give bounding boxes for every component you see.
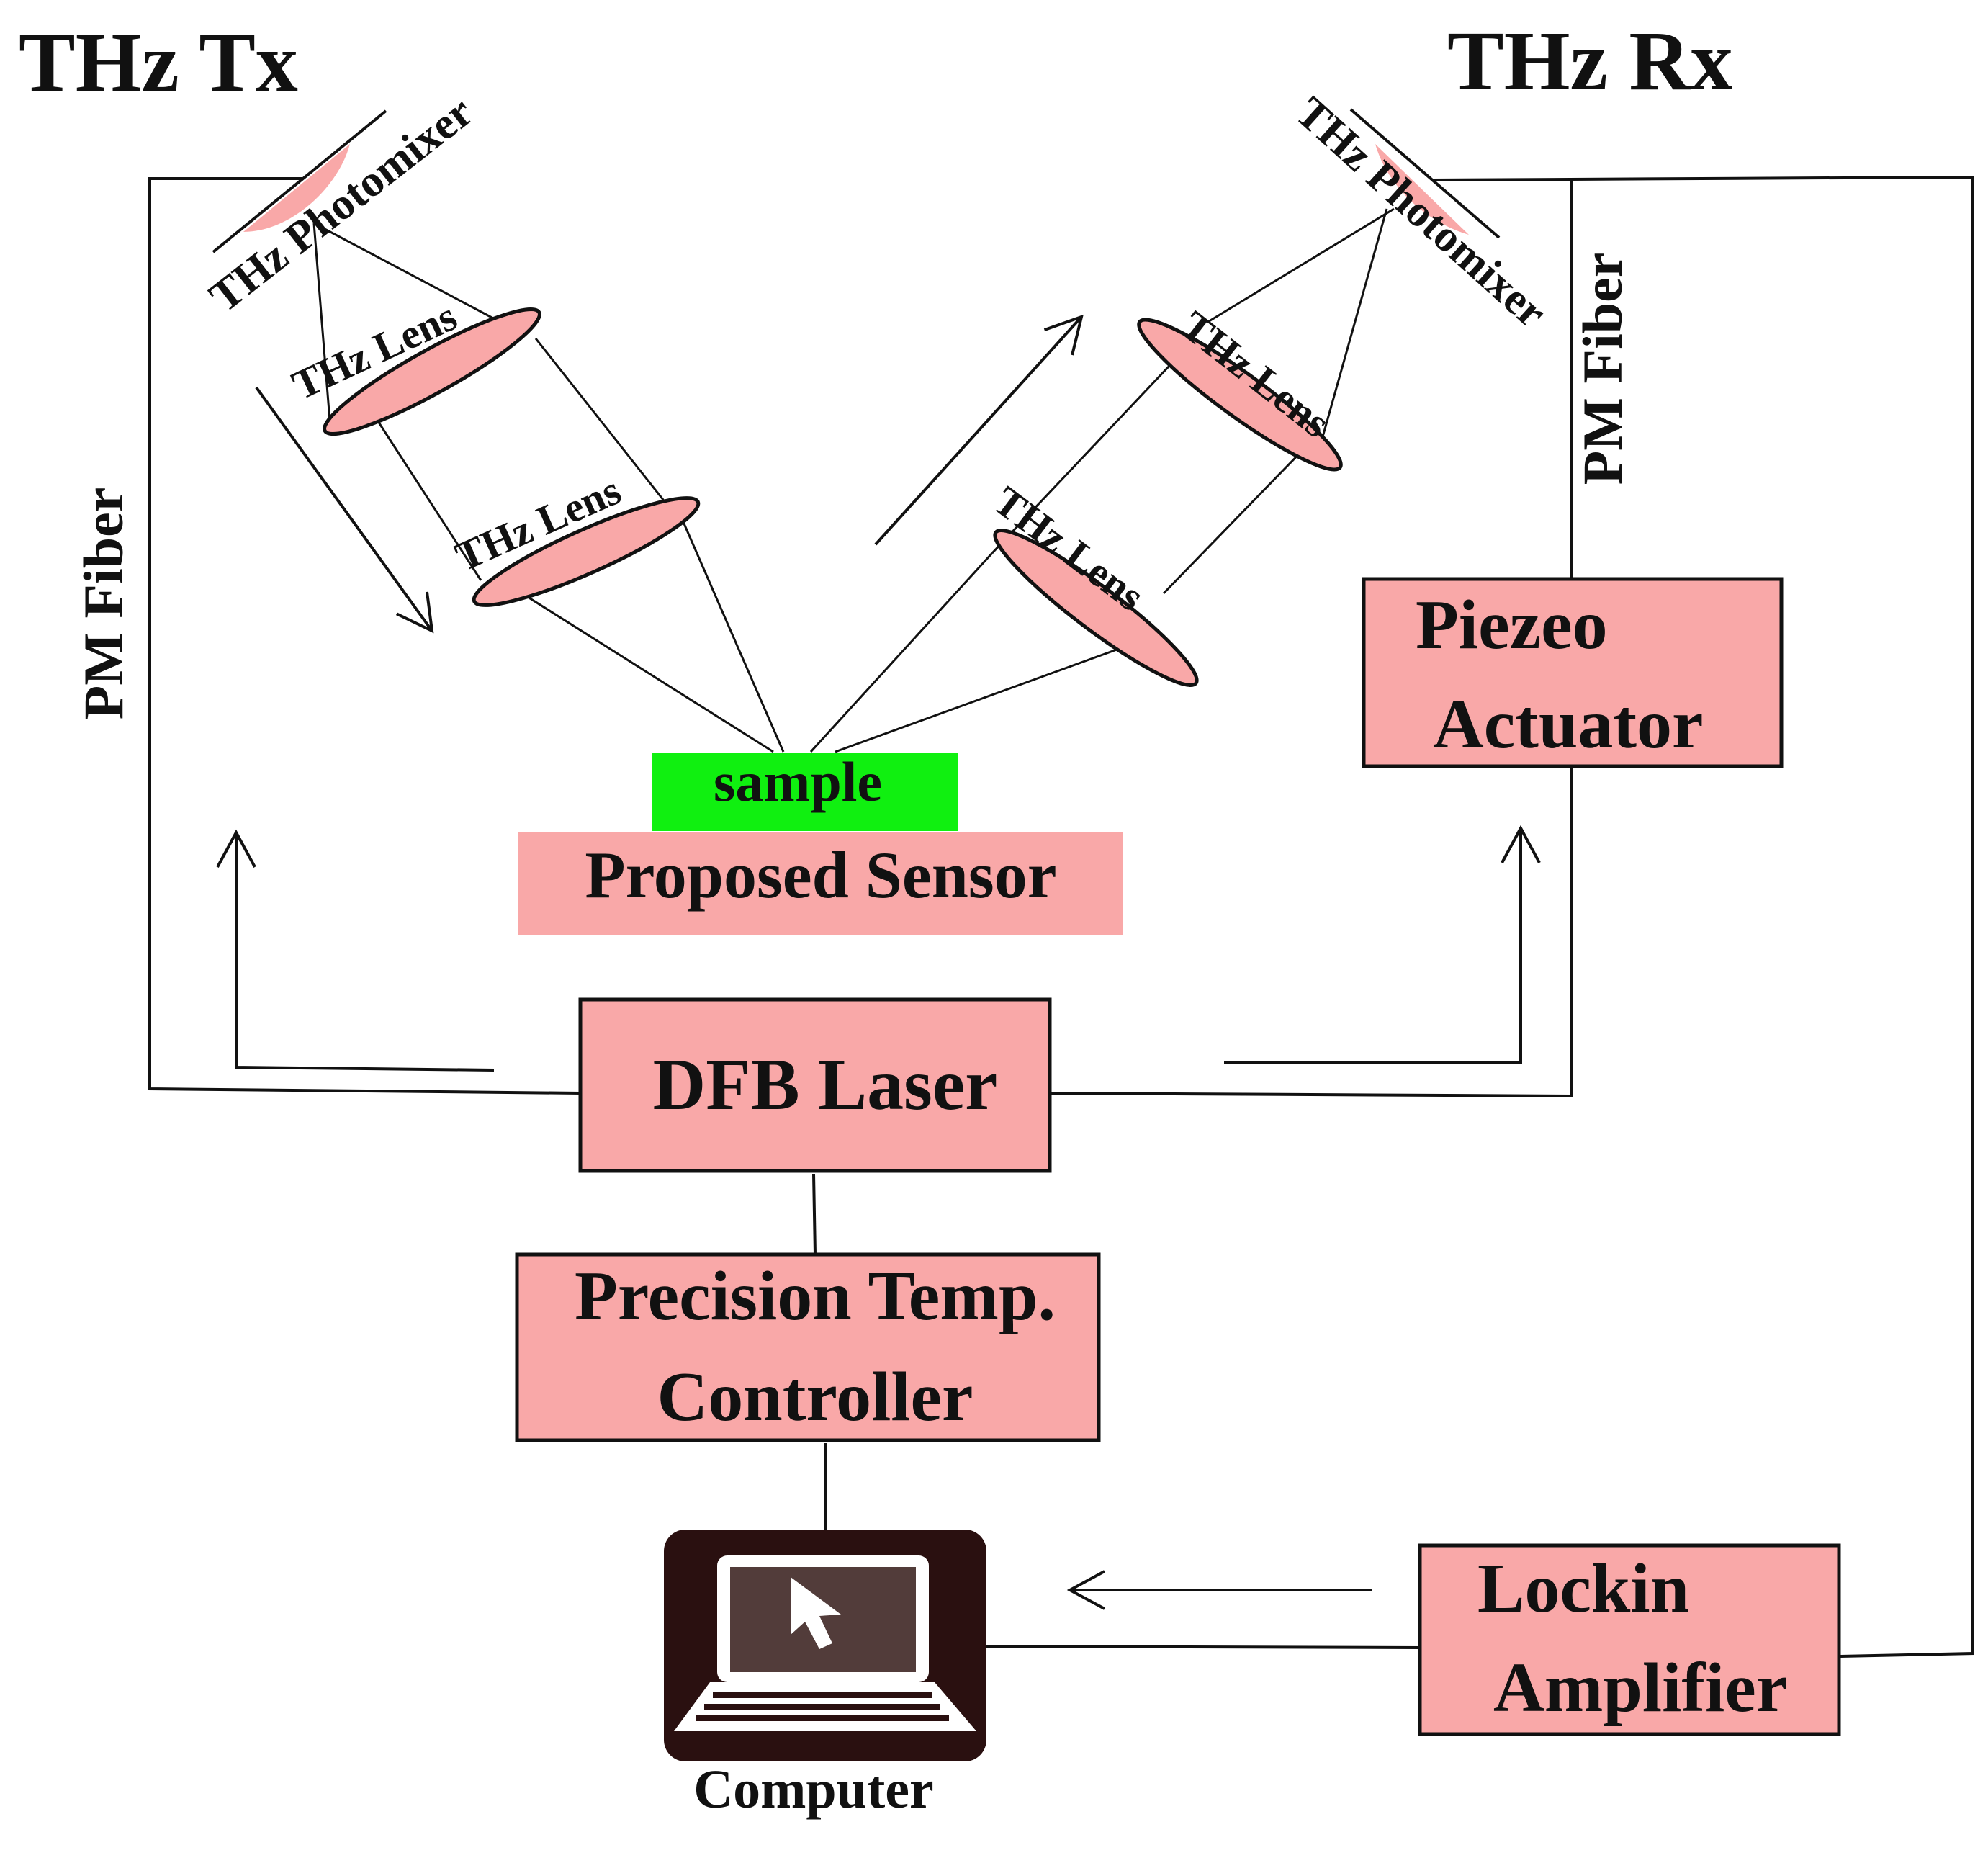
beam-paths	[312, 207, 1395, 753]
computer-label: Computer	[693, 1759, 934, 1820]
laptop-cursor-icon	[664, 1530, 986, 1761]
lockin-amplifier-box: Lockin Amplifier	[1418, 1543, 1841, 1736]
pm-fiber-right-line	[1049, 766, 1573, 1098]
tx-lens-2: THz Lens	[449, 467, 701, 607]
beam-tx-b1	[369, 408, 482, 581]
piezo-label-line2: Actuator	[1433, 686, 1704, 763]
rx-lens-2: THz Lens	[985, 477, 1199, 687]
flow-arrow-right-up	[1224, 825, 1541, 1064]
beam-tx-c1	[508, 583, 774, 753]
tx-title: THz Tx	[19, 15, 298, 109]
proposed-sensor-block: Proposed Sensor	[518, 832, 1123, 935]
connection-lines	[148, 175, 1974, 1658]
temp-controller-label-line1: Precision Temp.	[575, 1257, 1056, 1335]
beam-tx-a2	[313, 222, 508, 327]
dfb-to-temp-line	[812, 1173, 817, 1255]
sample-label: sample	[714, 750, 882, 813]
pm-fiber-left-line	[148, 177, 581, 1095]
tx-photomixer: THz Photomixer	[201, 87, 482, 322]
lockin-label-line2: Amplifier	[1493, 1649, 1787, 1727]
rx-photomixer-label: THz Photomixer	[1287, 88, 1556, 338]
pm-fiber-left-label: PM Fiber	[72, 488, 135, 720]
beam-rx-a1	[1206, 207, 1395, 324]
beam-rx-c1	[809, 552, 994, 753]
beam-rx-b2	[1162, 441, 1312, 595]
piezo-actuator-box: Piezeo Actuator	[1362, 577, 1784, 768]
piezo-label-line1: Piezeo	[1416, 586, 1608, 664]
beam-tx-b2	[534, 338, 678, 518]
dfb-laser-label: DFB Laser	[653, 1044, 998, 1126]
sample-block: sample	[652, 750, 958, 831]
rx-lens-1: THz Lens	[1137, 302, 1343, 472]
flow-arrow-left-up	[216, 829, 495, 1072]
temp-controller-box: Precision Temp. Controller	[515, 1252, 1101, 1442]
lockin-label-line1: Lockin	[1477, 1550, 1689, 1627]
beam-tx-a1	[312, 223, 331, 421]
pm-fiber-right-label: PM Fiber	[1571, 253, 1634, 485]
beam-rx-b1	[991, 364, 1171, 554]
rx-to-lockin-line	[1432, 175, 1974, 1658]
beam-tx-c2	[680, 516, 785, 753]
proposed-sensor-label: Proposed Sensor	[585, 838, 1056, 912]
flow-arrow-incident	[255, 386, 434, 634]
lockin-to-computer-line	[982, 1645, 1421, 1649]
rx-photomixer: THz Photomixer	[1287, 88, 1556, 338]
flow-arrow-reflected	[874, 314, 1084, 546]
tx-lens-1: THz Lens	[285, 292, 541, 436]
tx-photomixer-label: THz Photomixer	[201, 87, 482, 322]
flow-arrows	[216, 314, 1541, 1610]
dfb-laser-box: DFB Laser	[578, 997, 1052, 1173]
beam-rx-c2	[835, 639, 1141, 753]
beam-rx-a2	[1321, 208, 1388, 440]
rx-title: THz Rx	[1447, 14, 1733, 108]
temp-controller-label-line2: Controller	[657, 1358, 973, 1436]
